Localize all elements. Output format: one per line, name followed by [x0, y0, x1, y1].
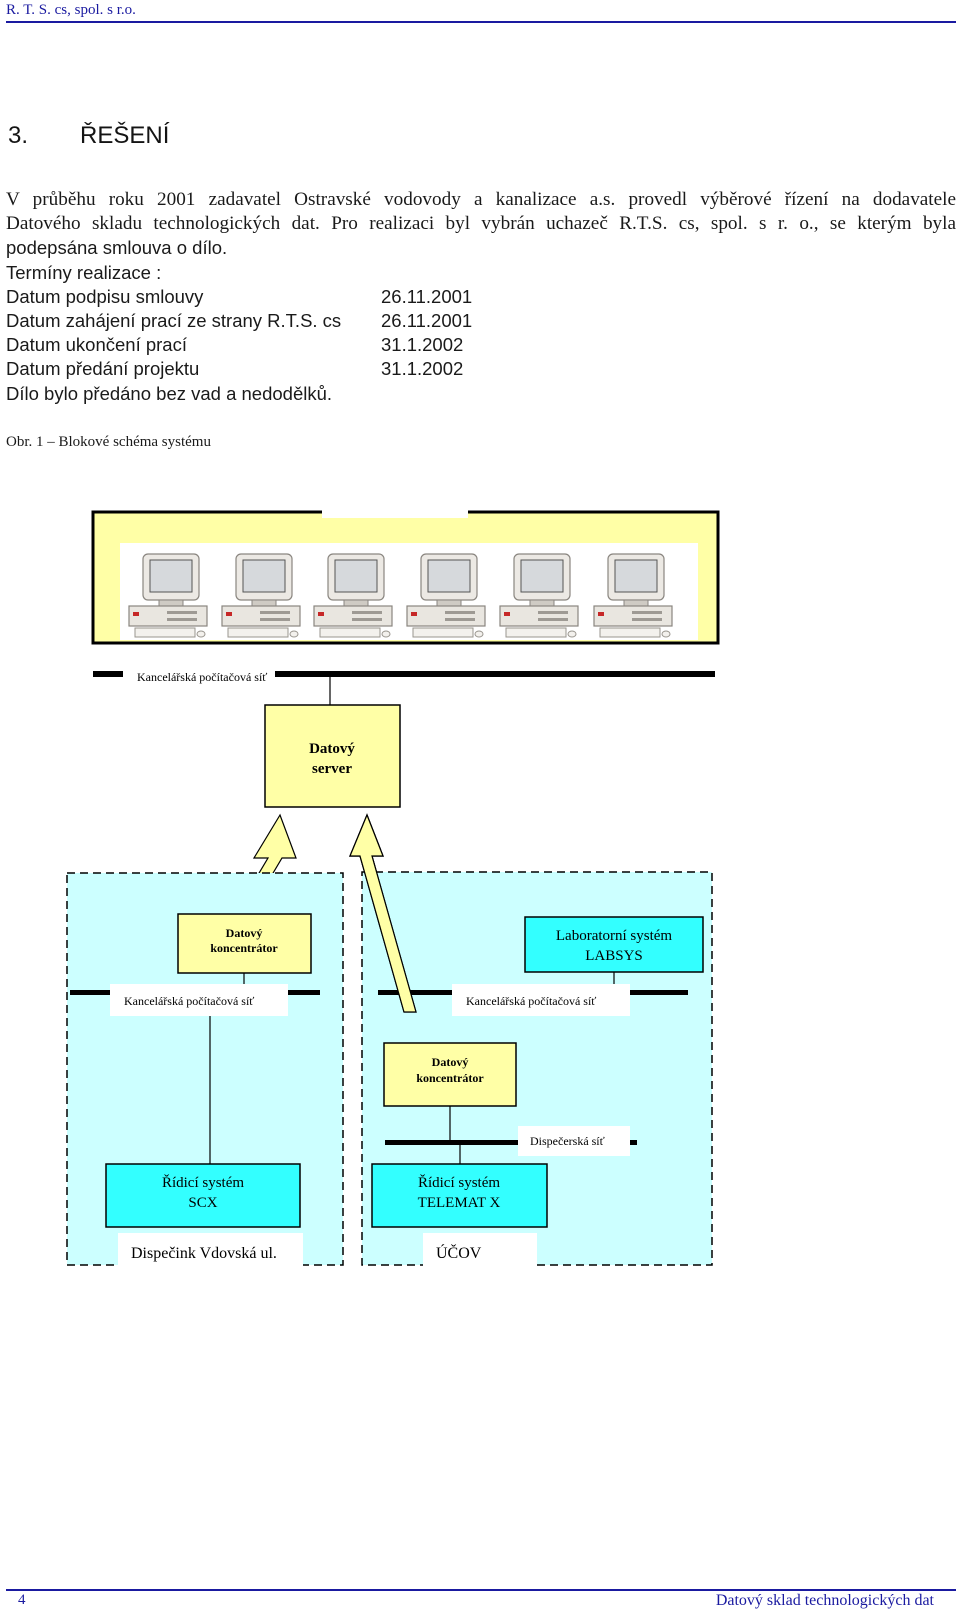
left-concentrator-line1: Datový: [226, 926, 263, 940]
label-background: [423, 1233, 537, 1273]
section-title: ŘEŠENÍ: [80, 122, 170, 149]
site-left-label: Dispečink Vdovská ul.: [131, 1245, 277, 1262]
scx-line2: SCX: [188, 1195, 217, 1211]
term-value: 31.1.2002: [381, 358, 464, 380]
label-background: [118, 1233, 303, 1273]
workstation-area-gap: [322, 504, 468, 518]
intro-line-3: podepsána smlouva o dílo.: [6, 237, 228, 259]
footer-title: Datový sklad technologických dat: [715, 1592, 934, 1609]
term-row: Datum předání projektu 31.1.2002: [6, 357, 956, 381]
scx-line1: Řídicí systém: [162, 1174, 244, 1191]
term-label: Datum ukončení prací: [6, 334, 187, 356]
left-network-label: Kancelářská počítačová síť: [124, 994, 254, 1008]
header-rule: [6, 21, 956, 23]
terms-heading: Termíny realizace :: [6, 261, 162, 283]
network-bus: [275, 671, 715, 677]
intro-line-2: Datového skladu technologických dat. Pro…: [6, 213, 956, 235]
running-header: R. T. S. cs, spol. s r.o.: [6, 2, 136, 18]
term-label: Datum zahájení prací ze strany R.T.S. cs: [6, 310, 342, 331]
site-right-label: ÚČOV: [436, 1243, 482, 1262]
label-background: [452, 984, 630, 1016]
page-number: 4: [18, 1592, 26, 1608]
scx-box: [105, 1163, 301, 1228]
term-label: Datum předání projektu: [6, 358, 200, 380]
intro-line-1: V průběhu roku 2001 zadavatel Ostravské …: [6, 189, 956, 210]
footer-rule: [6, 1589, 956, 1591]
labsys-line2: LABSYS: [585, 948, 643, 964]
left-concentrator-line2: koncentrátor: [210, 941, 278, 955]
telemat-line2: TELEMAT X: [418, 1195, 501, 1211]
telemat-box: [371, 1163, 548, 1228]
section-number: 3.: [8, 122, 29, 149]
terms-closing: Dílo bylo předáno bez vad a nedodělků.: [6, 382, 333, 404]
term-value: 26.11.2001: [381, 310, 473, 331]
network-bus: [93, 671, 123, 677]
data-server-box: [264, 704, 401, 808]
body-text: V průběhu roku 2001 zadavatel Ostravské …: [6, 188, 956, 406]
label-background: [110, 984, 288, 1016]
labsys-line1: Laboratorní systém: [556, 928, 673, 944]
term-row: Datum podpisu smlouvy 26.11.2001: [6, 285, 956, 309]
right-network-label: Kancelářská počítačová síť: [466, 994, 596, 1008]
figure-caption: Obr. 1 – Blokové schéma systému: [6, 434, 211, 450]
server-label-line1: Datový: [309, 741, 355, 757]
term-row: Datum zahájení prací ze strany R.T.S. cs…: [6, 309, 956, 333]
label-background: [518, 1126, 630, 1156]
term-value: 26.11.2001: [381, 285, 473, 307]
arrow-up-icon: [349, 813, 417, 1013]
server-label-line2: server: [312, 761, 352, 777]
center-concentrator-line1: Datový: [432, 1055, 469, 1069]
center-concentrator-box: [383, 1042, 517, 1107]
term-row: Datum ukončení prací 31.1.2002: [6, 333, 956, 357]
labsys-box: [524, 916, 704, 973]
dispatch-network-label: Dispečerská síť: [530, 1134, 605, 1148]
center-concentrator-line2: koncentrátor: [416, 1071, 484, 1085]
telemat-line1: Řídicí systém: [418, 1174, 500, 1191]
network-bus: [385, 1140, 637, 1145]
term-value: 31.1.2002: [381, 334, 464, 356]
term-label: Datum podpisu smlouvy: [6, 285, 204, 307]
left-concentrator-box: [177, 913, 312, 974]
top-network-label: Kancelářská počítačová síť: [137, 670, 267, 684]
